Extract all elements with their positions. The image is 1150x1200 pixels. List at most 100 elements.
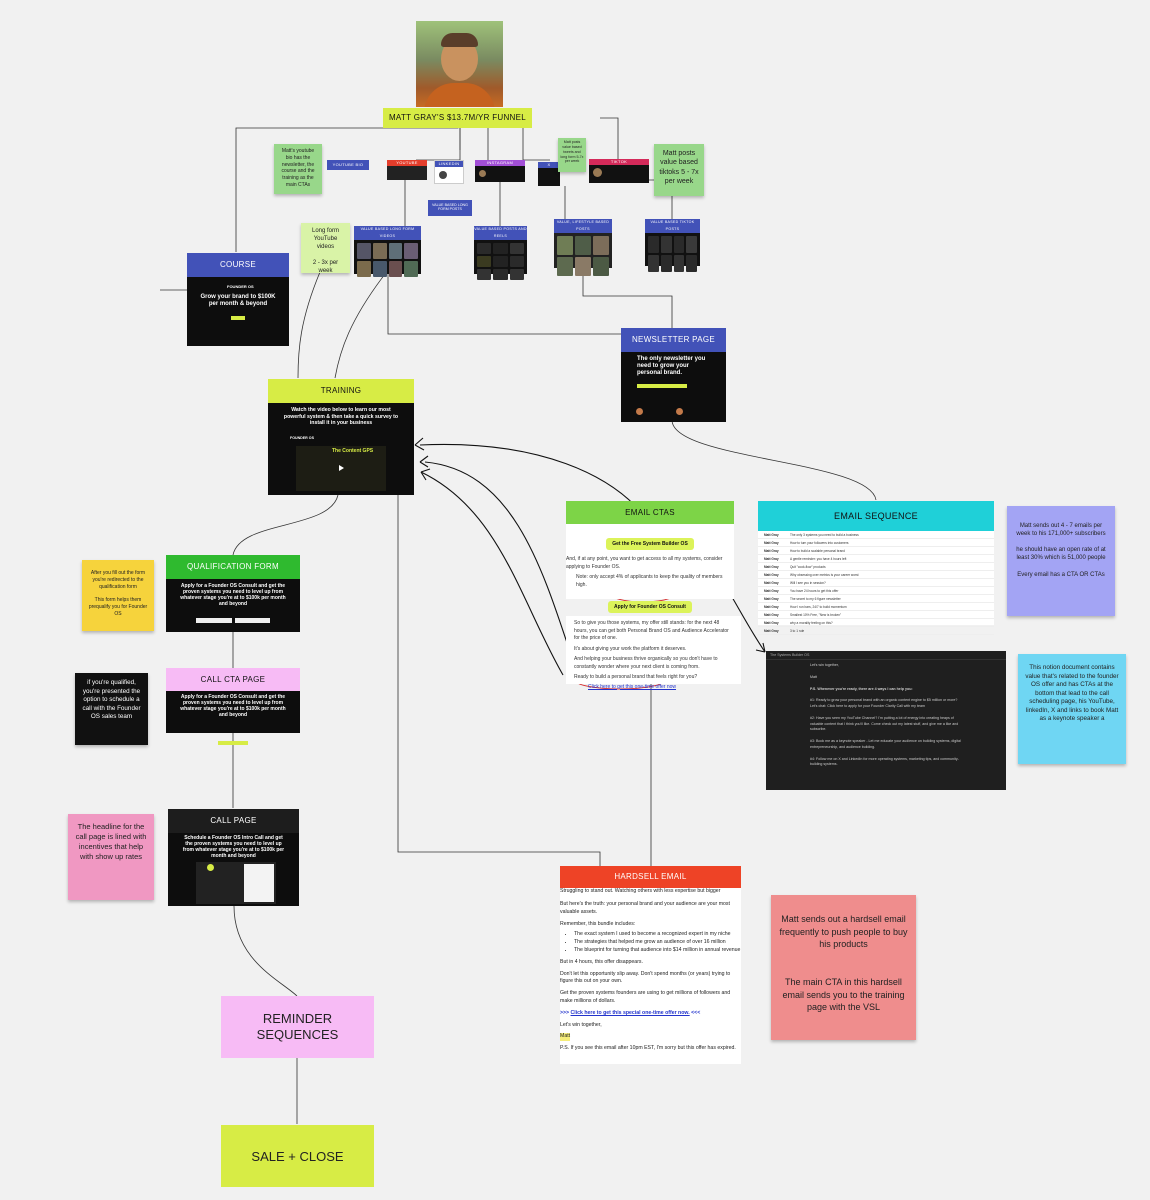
instagram-card: INSTAGRAM <box>475 160 525 182</box>
calendar-widget[interactable] <box>196 862 276 904</box>
hair-shape <box>441 33 478 47</box>
call-page-headline: Schedule a Founder OS Intro Call and get… <box>182 835 285 859</box>
tiktok-label: TIKTOK <box>589 159 649 165</box>
sale-close-card: SALE + CLOSE <box>221 1125 374 1187</box>
newsletter-author-avatar <box>636 408 643 415</box>
hardsell-p7: Matt <box>560 1033 571 1042</box>
post-thumb <box>509 256 524 267</box>
youtube-bio-label: YOUTUBE BIO <box>332 162 364 167</box>
calendar-slots[interactable] <box>244 864 274 902</box>
post-thumb <box>660 236 672 253</box>
tiktok-post-thumbs <box>645 233 700 275</box>
linkedin-label: LINKEDIN <box>435 161 463 167</box>
instagram-label: INSTAGRAM <box>475 160 525 166</box>
email-ctas-header: EMAIL CTAS <box>566 501 734 524</box>
longform-youtube-sticky: Long form YouTube videos 2 - 3x per week <box>301 223 350 274</box>
email-sender: Matt Gray <box>764 596 779 601</box>
qualified-sticky: if you're qualified, you're presented th… <box>75 673 148 745</box>
notion-line-7: #4: Follow me on X and LinkedIn for more… <box>810 756 959 767</box>
hardsell-bullets: The exact system I used to become a reco… <box>560 931 741 954</box>
free-system-builder-button[interactable]: Get the Free System Builder OS <box>606 538 694 550</box>
training-logo: FOUNDER OS <box>290 435 314 440</box>
email-sender: Matt Gray <box>764 620 779 625</box>
option-button[interactable] <box>234 618 270 623</box>
course-cta-button[interactable] <box>231 316 245 321</box>
hardsell-link-text[interactable]: Click here to get this special one-time … <box>570 1009 690 1016</box>
call-cta-headline: Apply for a Founder OS Consult and get t… <box>180 694 286 718</box>
apply-founder-os-button[interactable]: Apply for Founder OS Consult <box>608 601 692 613</box>
qualification-headline: Apply for a Founder OS Consult and get t… <box>180 583 286 607</box>
cta2-row: Apply for Founder OS Consult <box>566 595 734 613</box>
post-thumb <box>686 236 697 253</box>
newsletter-signup-bar[interactable] <box>637 383 687 388</box>
training-video-player[interactable]: The Content GPS <box>296 446 386 491</box>
email-ctas-card: EMAIL CTAS Get the Free System Builder O… <box>566 501 734 613</box>
youtube-videos-label: VALUE BASED LONG FORM VIDEOS <box>354 226 421 240</box>
tiktok-avatar <box>593 168 602 177</box>
post-thumb <box>686 255 697 272</box>
email-subject: Why obsessing over metrics is your caree… <box>790 572 859 577</box>
newsletter-header: NEWSLETTER PAGE <box>621 328 726 352</box>
play-icon[interactable] <box>339 465 344 471</box>
video-thumb <box>372 243 387 259</box>
email-sender: Matt Gray <box>764 540 779 545</box>
hardsell-p4: Don't let this opportunity slip away. Do… <box>560 970 731 985</box>
hardsell-header: HARDSELL EMAIL <box>560 866 741 888</box>
offer-link[interactable]: Click here to get this one-time offer no… <box>588 683 677 690</box>
offer-para-3: And helping your business thrive organic… <box>574 656 718 670</box>
email-subject: A gentle reminder: you have 4 hours left <box>790 556 847 561</box>
email-sender: Matt Gray <box>764 564 779 569</box>
email-sender: Matt Gray <box>764 532 779 537</box>
cta-copy-1: And, if at any point, you want to get ac… <box>566 556 723 570</box>
reminder-sequences-card: REMINDER SEQUENCES <box>221 996 374 1058</box>
video-thumb <box>357 261 371 277</box>
newsletter-author-avatar <box>676 408 683 415</box>
hardsell-p0: Struggling to stand out. Watching others… <box>560 888 721 896</box>
email-subject: Smallest 10% Free, "New is broken" <box>790 612 842 617</box>
post-thumb <box>477 243 492 254</box>
ig-posts-label: VALUE BASED POSTS AND REELS <box>474 226 527 240</box>
offer-para-1: So to give you those systems, my offer s… <box>574 620 729 641</box>
post-thumb <box>493 256 508 267</box>
hardsell-p2: Remember, this bundle includes: <box>560 920 636 927</box>
video-thumb <box>388 243 403 259</box>
post-thumb <box>477 256 492 267</box>
tiktok-card: TIKTOK <box>589 159 649 183</box>
hardsell-offer-link[interactable]: >>> Click here to get this special one-t… <box>560 1009 701 1016</box>
offer-para-4: Ready to build a personal brand that fee… <box>574 674 698 680</box>
hardsell-body: Struggling to stand out. Watching others… <box>560 888 741 1053</box>
post-thumb <box>673 255 685 272</box>
email-sender: Matt Gray <box>764 580 779 585</box>
call-cta-header: CALL CTA PAGE <box>166 668 300 691</box>
email-sequence-sticky: Matt sends out 4 - 7 emails per week to … <box>1007 506 1115 616</box>
lifestyle-posts-column: VALUE, LIFESTYLE BASED POSTS <box>554 219 612 276</box>
notion-line-3: P.S. Whenever you're ready, there are 4 … <box>810 686 913 691</box>
qualification-options[interactable] <box>196 618 270 623</box>
newsletter-card: NEWSLETTER PAGE The only newsletter you … <box>621 328 726 422</box>
notion-doc-card: The Systems Builder OS Let's win togethe… <box>766 651 1006 790</box>
call-cta-button[interactable] <box>218 741 248 745</box>
call-page-card: CALL PAGE Schedule a Founder OS Intro Ca… <box>168 809 299 906</box>
call-page-header: CALL PAGE <box>168 809 299 833</box>
option-button[interactable] <box>196 618 232 623</box>
instagram-avatar <box>479 170 486 177</box>
youtube-videos-column: VALUE BASED LONG FORM VIDEOS <box>354 226 421 277</box>
x-card: X <box>538 162 560 186</box>
notion-sticky: This notion document contains value that… <box>1018 654 1126 764</box>
post-thumb <box>493 269 508 280</box>
